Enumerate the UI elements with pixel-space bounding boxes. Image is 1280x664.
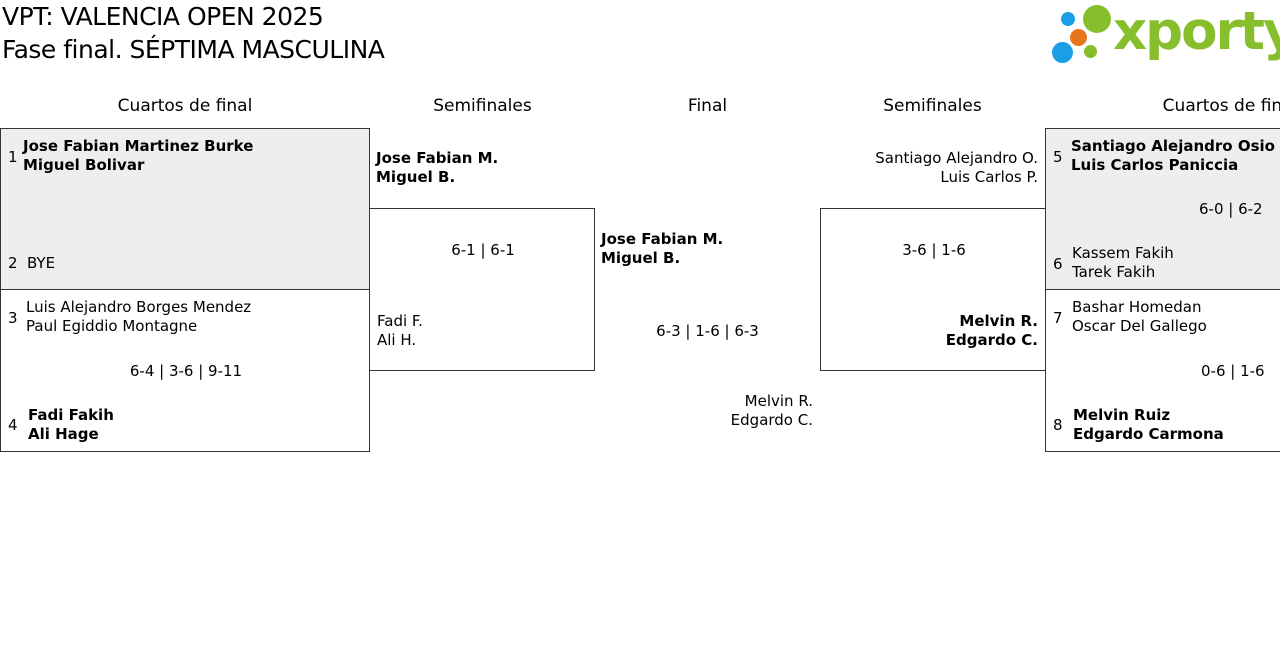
player-name: Luis Carlos Paniccia	[1071, 156, 1239, 174]
left-qf-match-2[interactable]: 3 Luis Alejandro Borges Mendez Paul Egid…	[0, 289, 370, 452]
match-score: 3-6 | 1-6	[902, 241, 966, 259]
player-name: Melvin R.	[959, 312, 1038, 330]
seed-number: 5	[1053, 148, 1063, 166]
player-name: Melvin R.	[744, 392, 813, 410]
right-sf-team-bottom[interactable]: Melvin R. Edgardo C.	[821, 312, 1038, 350]
logo-dot-blue-large-icon	[1052, 42, 1073, 63]
team-entry-bottom[interactable]: Fadi Fakih Ali Hage	[28, 406, 114, 444]
player-name: Fadi F.	[377, 312, 423, 330]
right-sf-team-top[interactable]: Santiago Alejandro O. Luis Carlos P.	[820, 149, 1038, 187]
seed-number: 2	[8, 254, 18, 272]
tournament-title: VPT: VALENCIA OPEN 2025	[2, 2, 324, 31]
player-name: Jose Fabian Martinez Burke	[23, 137, 254, 155]
seed-number: 7	[1053, 309, 1063, 327]
player-name: Ali Hage	[28, 425, 99, 443]
seed-number: 1	[8, 148, 18, 166]
seed-number: 6	[1053, 255, 1063, 273]
seed-number: 8	[1053, 416, 1063, 434]
round-header-right-quarterfinals: Cuartos de final	[1162, 96, 1280, 116]
player-name: Ali H.	[377, 331, 417, 349]
team-entry-top[interactable]: Luis Alejandro Borges Mendez Paul Egiddi…	[26, 298, 251, 336]
match-score: 6-0 | 6-2	[1199, 200, 1263, 218]
player-name: Jose Fabian M.	[601, 230, 724, 248]
final-team-top[interactable]: Jose Fabian M. Miguel B.	[601, 230, 723, 268]
player-name: Luis Alejandro Borges Mendez	[26, 298, 252, 316]
logo-dot-orange-icon	[1070, 29, 1087, 46]
player-name: Edgardo C.	[945, 331, 1038, 349]
match-score: 0-6 | 1-6	[1201, 362, 1265, 380]
round-header-left-quarterfinals: Cuartos de final	[117, 96, 253, 116]
team-entry-bye: BYE	[27, 254, 56, 272]
left-qf-match-1[interactable]: 1 Jose Fabian Martinez Burke Miguel Boli…	[0, 128, 370, 290]
right-sf-match[interactable]: 3-6 | 1-6 Melvin R. Edgardo C.	[820, 208, 1046, 371]
round-header-left-semifinals: Semifinales	[433, 96, 532, 116]
team-entry-top[interactable]: Jose Fabian Martinez Burke Miguel Boliva…	[23, 137, 253, 175]
player-name: Miguel Bolivar	[23, 156, 145, 174]
team-entry-bottom[interactable]: Kassem Fakih Tarek Fakih	[1072, 244, 1174, 282]
logo-wordmark: xporty	[1113, 1, 1280, 62]
match-score: 6-1 | 6-1	[451, 241, 515, 259]
team-entry-top[interactable]: Santiago Alejandro Osio Ger Luis Carlos …	[1071, 137, 1280, 175]
left-sf-team-bottom[interactable]: Fadi F. Ali H.	[377, 312, 423, 350]
left-sf-team-top[interactable]: Jose Fabian M. Miguel B.	[376, 149, 498, 187]
player-name: Fadi Fakih	[28, 406, 114, 424]
player-name: Santiago Alejandro Osio Ger	[1071, 137, 1280, 155]
xporty-logo[interactable]: xporty	[1052, 1, 1280, 68]
player-name: Paul Egiddio Montagne	[26, 317, 198, 335]
final-score: 6-3 | 1-6 | 6-3	[656, 322, 759, 340]
player-name: Edgardo C.	[730, 411, 813, 429]
player-name: Bashar Homedan	[1072, 298, 1202, 316]
player-name: Santiago Alejandro O.	[875, 149, 1038, 167]
player-name: Tarek Fakih	[1072, 263, 1156, 281]
player-name: Jose Fabian M.	[376, 149, 499, 167]
right-qf-match-1[interactable]: 5 Santiago Alejandro Osio Ger Luis Carlo…	[1045, 128, 1280, 290]
player-name: Miguel B.	[376, 168, 456, 186]
player-name: Miguel B.	[601, 249, 681, 267]
team-entry-top[interactable]: Bashar Homedan Oscar Del Gallego	[1072, 298, 1207, 336]
player-name: Edgardo Carmona	[1073, 425, 1224, 443]
logo-dot-green-icon	[1083, 5, 1111, 33]
round-header-right-semifinals: Semifinales	[883, 96, 982, 116]
left-sf-match[interactable]: 6-1 | 6-1 Fadi F. Ali H.	[369, 208, 595, 371]
player-name: Oscar Del Gallego	[1072, 317, 1207, 335]
player-name: Melvin Ruiz	[1073, 406, 1171, 424]
final-team-bottom[interactable]: Melvin R. Edgardo C.	[620, 392, 813, 430]
round-header-final: Final	[687, 96, 728, 116]
team-entry-bottom[interactable]: Melvin Ruiz Edgardo Carmona	[1073, 406, 1224, 444]
player-name: Luis Carlos P.	[940, 168, 1038, 186]
seed-number: 4	[8, 416, 18, 434]
right-qf-match-2[interactable]: 7 Bashar Homedan Oscar Del Gallego 0-6 |…	[1045, 289, 1280, 452]
logo-dot-blue-icon	[1061, 12, 1075, 26]
seed-number: 3	[8, 309, 18, 327]
draw-subtitle: Fase final. SÉPTIMA MASCULINA	[2, 35, 385, 64]
player-name: Kassem Fakih	[1072, 244, 1174, 262]
match-score: 6-4 | 3-6 | 9-11	[129, 362, 243, 380]
logo-dot-green-small-icon	[1084, 45, 1097, 58]
